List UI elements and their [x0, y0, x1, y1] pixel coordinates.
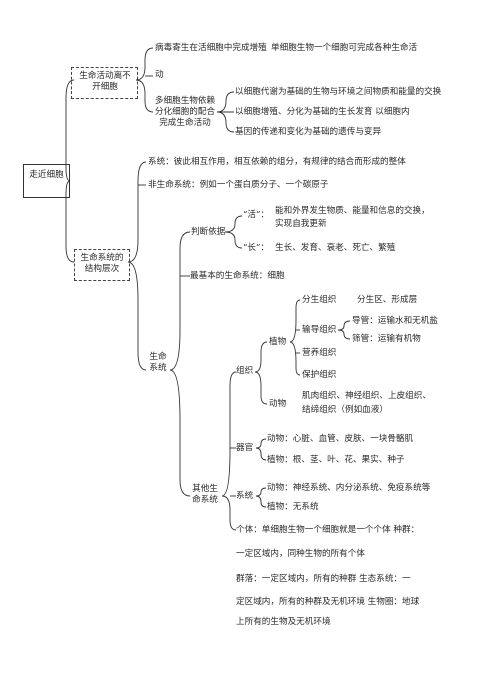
- branch-levels-box: [74, 249, 130, 281]
- multi-cell-label: 多细胞生物依赖分化细胞的配合完成生命活动: [154, 96, 216, 128]
- criteria-alive-a: 能和外界发生物质、能量和信息的交换，: [275, 206, 430, 216]
- animal-tissue-a: 肌肉组织、神经组织、上皮组织、: [302, 391, 431, 401]
- system-animal: 动物：神经系统、内分泌系统、免疫系统等: [267, 483, 431, 493]
- tissue-label: 组织: [236, 366, 254, 376]
- community-ecosystem-a: 群落：一定区域内，所有的种群 生态系统：一: [236, 574, 411, 584]
- animal-tissue-label: 动物: [269, 399, 287, 409]
- root-title: 走近细胞: [29, 170, 64, 180]
- individual-population-a: 个体：单细胞生物一个细胞就是一个个体 种群：: [236, 525, 420, 535]
- other-systems-label: 其他生命系统: [192, 484, 218, 505]
- meristem-tissue: 分生组织: [302, 295, 337, 305]
- single-cell-text-a: 单细胞生物一个细胞可完成各种生命活: [271, 43, 418, 53]
- root-box: [23, 164, 70, 198]
- multi-item-metabolism: 以细胞代谢为基础的生物与环境之间物质和能量的交换: [235, 87, 442, 97]
- nutrient-tissue: 营养组织: [302, 348, 337, 358]
- meristem-location: 分生区、形成层: [357, 295, 418, 305]
- conducting-tissue: 输导组织: [302, 325, 337, 335]
- system-plant: 植物：无系统: [267, 502, 319, 512]
- basic-life-system: 最基本的生命系统：细胞: [190, 271, 285, 281]
- multi-item-growth: 以细胞增殖、分化为基础的生长发育 以细胞内: [235, 107, 410, 117]
- branch-cell-life-label: 生命活动离不开细胞: [79, 71, 131, 92]
- protective-tissue: 保护组织: [302, 370, 337, 380]
- multi-item-heredity: 基因的传递和变化为基础的遗传与变异: [235, 127, 382, 137]
- criteria-label: 判断依据: [191, 227, 226, 237]
- plant-tissue-label: 植物: [269, 337, 287, 347]
- life-system-label: 生命系统: [149, 352, 167, 373]
- virus-text: 病毒寄生在活细胞中完成增殖: [155, 43, 267, 53]
- criteria-grow-value: 生长、发育、衰老、死亡、繁殖: [275, 243, 396, 253]
- single-cell-text-b: 动: [155, 70, 164, 80]
- branch-cell-life-box: [71, 67, 138, 99]
- organ-plant: 植物：根、茎、叶、花、果实、种子: [267, 455, 405, 465]
- criteria-alive-b: 实现自我更新: [275, 219, 327, 229]
- individual-population-b: 一定区域内，同种生物的所有个体: [236, 549, 365, 559]
- branch-levels-label: 生命系统的结构层次: [80, 253, 124, 274]
- vessel-text: 导管：运输水和无机盐: [352, 316, 438, 326]
- criteria-grow-key: “长”：: [243, 243, 269, 253]
- biosphere-text: 上所有的生物及无机环境: [236, 617, 331, 627]
- organ-animal: 动物：心脏、血管、皮肤、一块骨骼肌: [267, 434, 414, 444]
- criteria-alive-key: “活”：: [243, 210, 269, 220]
- animal-tissue-b: 结缔组织（例如血液）: [302, 405, 388, 415]
- community-ecosystem-b: 定区域内，所有的种群及无机环境 生物圈：地球: [236, 597, 420, 607]
- non-life-system: 非生命系统：例如一个蛋白质分子、一个碳原子: [148, 180, 329, 190]
- system-label: 系统: [236, 491, 254, 501]
- system-definition: 系统：彼此相互作用，相互依赖的组分，有规律的结合而形成的整体: [148, 157, 406, 167]
- sieve-tube-text: 筛管：运输有机物: [352, 334, 421, 344]
- organ-label: 器官: [236, 443, 254, 453]
